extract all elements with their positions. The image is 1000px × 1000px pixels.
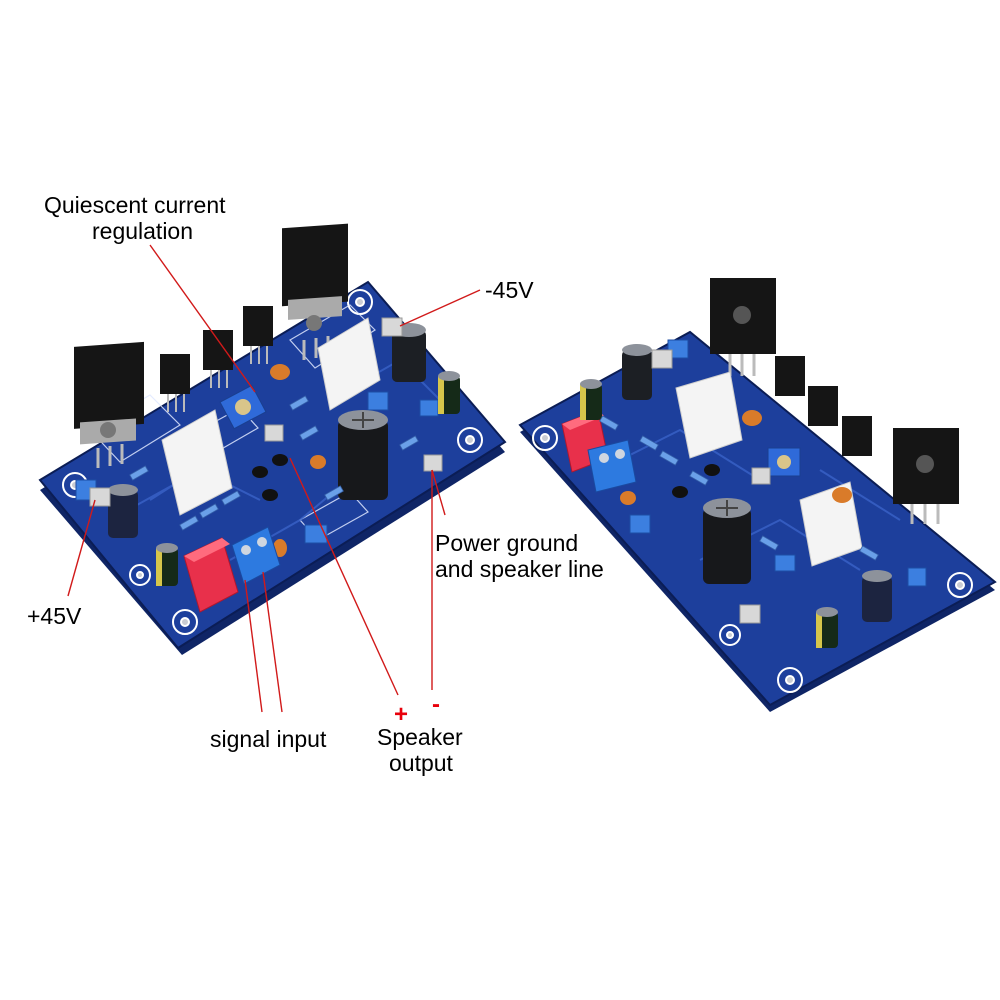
quiescent-current-label-line2: regulation bbox=[92, 218, 194, 244]
driver-transistor bbox=[775, 356, 872, 456]
electrolytic-capacitor bbox=[438, 371, 460, 414]
speaker-output-label: Speaker bbox=[377, 724, 463, 750]
power-transistor bbox=[893, 428, 959, 524]
electrolytic-capacitor bbox=[816, 607, 838, 648]
signal-input-terminal bbox=[587, 439, 637, 493]
signal-input-terminal bbox=[231, 526, 281, 585]
power-ground-label: Power ground bbox=[435, 530, 579, 556]
left-amplifier-board bbox=[38, 223, 507, 655]
electrolytic-capacitor bbox=[580, 379, 602, 420]
plus45v-label: +45V bbox=[27, 603, 82, 629]
ceramic-resistor bbox=[161, 317, 381, 516]
power-transistor bbox=[74, 341, 144, 468]
electrolytic-capacitor bbox=[338, 410, 388, 500]
electrolytic-capacitor bbox=[156, 543, 178, 586]
electrolytic-capacitor bbox=[862, 570, 892, 622]
mounting-hole bbox=[532, 425, 973, 693]
signal-input-label: signal input bbox=[210, 726, 327, 752]
power-terminal bbox=[651, 349, 771, 624]
trimmer-potentiometer bbox=[219, 384, 267, 430]
right-amplifier-board bbox=[518, 278, 997, 712]
minus45v-label: -45V bbox=[485, 277, 534, 303]
electrolytic-capacitor bbox=[622, 344, 652, 400]
electrolytic-capacitor bbox=[108, 484, 138, 538]
power-transistor bbox=[282, 223, 348, 360]
speaker-plus-sign: + bbox=[394, 701, 409, 728]
power-ground-label-line2: and speaker line bbox=[435, 556, 604, 582]
trimmer-potentiometer bbox=[767, 447, 801, 477]
quiescent-current-label: Quiescent current bbox=[44, 192, 226, 218]
power-terminal bbox=[89, 317, 443, 507]
driver-transistor bbox=[160, 306, 273, 412]
electrolytic-capacitor bbox=[703, 498, 751, 584]
speaker-minus-sign: - bbox=[432, 691, 440, 718]
input-capacitor bbox=[183, 537, 239, 613]
speaker-output-label-line2: output bbox=[389, 750, 453, 776]
power-transistor bbox=[710, 278, 776, 376]
leader-lines bbox=[67, 244, 481, 713]
